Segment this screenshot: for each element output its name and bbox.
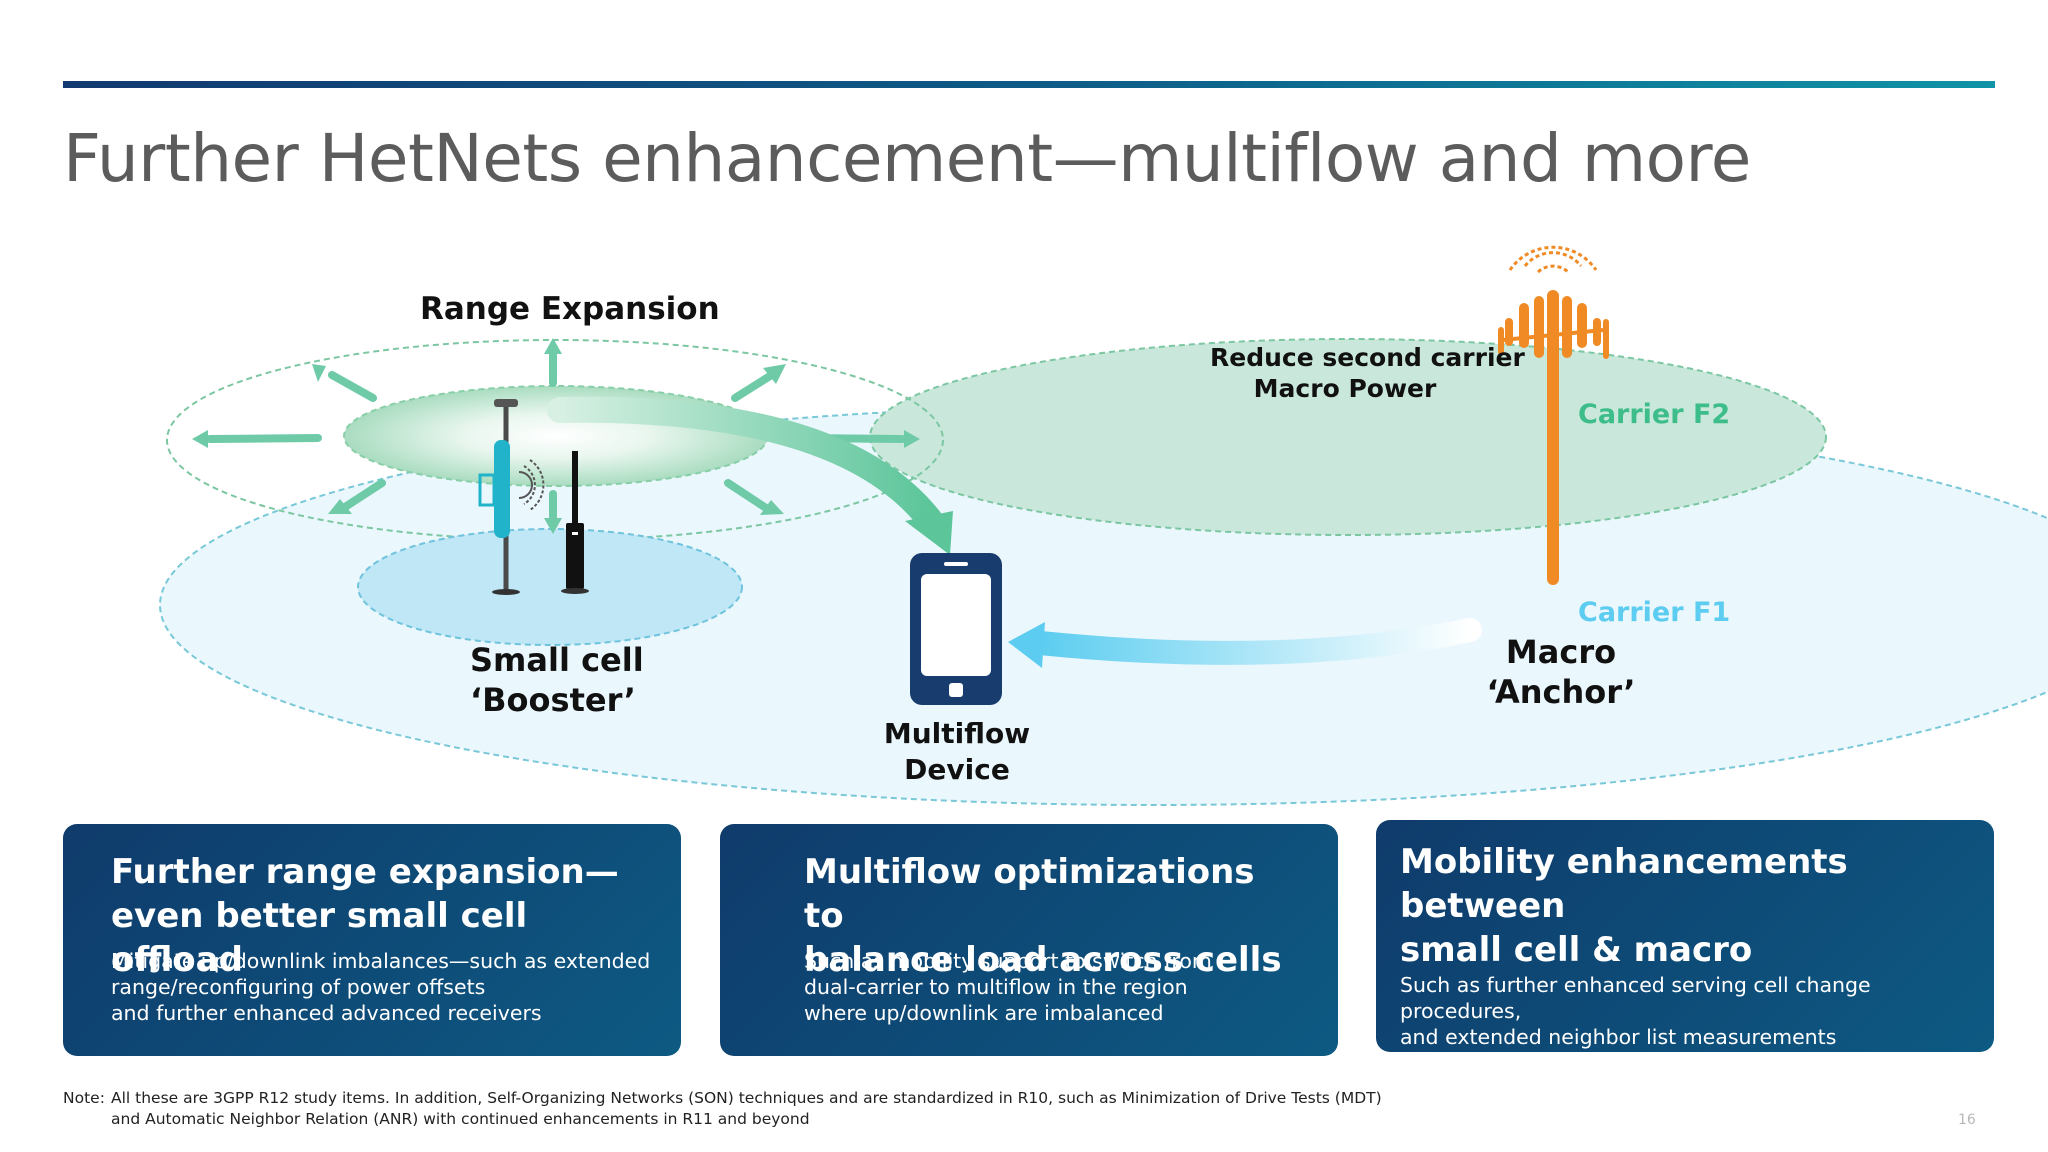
page-title: Further HetNets enhancement—multiflow an…	[63, 120, 1751, 197]
macro-anchor-label: Macro ‘Anchor’	[1486, 632, 1636, 712]
reduce-carrier-line1: Reduce second carrier	[1210, 343, 1525, 372]
device-line2: Device	[904, 752, 1010, 786]
range-expansion-boundary	[166, 339, 944, 541]
footnote-body: All these are 3GPP R12 study items. In a…	[111, 1088, 1411, 1130]
card-text-line1: Such as mobility support to switch from	[804, 949, 1212, 973]
multiflow-device-label: Multiflow Device	[882, 716, 1032, 788]
carrier-f2-label: Carrier F2	[1578, 399, 1731, 430]
footnote-line1: All these are 3GPP R12 study items. In a…	[111, 1089, 1382, 1107]
device-line1: Multiflow	[883, 717, 1031, 750]
small-cell-coverage	[357, 528, 743, 646]
card-heading: Mobility enhancements between small cell…	[1400, 840, 1946, 972]
macro-line1: Macro	[1505, 633, 1617, 671]
card-text-line1: Mitigate up/downlink imbalances—such as …	[111, 949, 651, 973]
card-text-line2: range/reconfiguring of power offsets	[111, 975, 486, 999]
small-cell-label: Small cell ‘Booster’	[470, 640, 644, 720]
multiflow-device-icon	[910, 553, 1002, 705]
reduce-carrier-line2: Macro Power	[1253, 374, 1437, 404]
macro-f2-coverage	[869, 338, 1827, 536]
small-cell-to-device-arrow	[547, 396, 943, 533]
card-text: Such as mobility support to switch from …	[804, 948, 1212, 1026]
card-text-line2: and extended neighbor list measurements	[1400, 1025, 1837, 1049]
card-multiflow: Multiflow optimizations to balance load …	[720, 824, 1338, 1056]
card-text: Mitigate up/downlink imbalances—such as …	[111, 948, 650, 1026]
small-cell-line1: Small cell	[470, 641, 644, 679]
top-accent-bar	[63, 81, 1995, 88]
carrier-f1-label: Carrier F1	[1578, 597, 1731, 628]
page-number: 16	[1958, 1112, 1976, 1128]
card-heading-line1: Further range expansion—	[111, 852, 619, 892]
small-cell-line2: ‘Booster’	[470, 681, 636, 719]
card-heading-line1: Multiflow optimizations to	[804, 852, 1255, 936]
card-text-line1: Such as further enhanced serving cell ch…	[1400, 973, 1871, 1023]
small-cell-antenna-icon	[478, 399, 545, 595]
card-range-expansion: Further range expansion— even better sma…	[63, 824, 681, 1056]
footnote-prefix: Note:	[63, 1089, 105, 1107]
card-heading-line2: even better small cell offload	[111, 896, 528, 980]
booster-unit-icon	[561, 451, 589, 594]
card-text-line3: and further enhanced advanced receivers	[111, 1001, 542, 1025]
footnote-line2: and Automatic Neighbor Relation (ANR) wi…	[111, 1110, 810, 1128]
card-heading-line2: balance load across cells	[804, 940, 1282, 980]
reduce-carrier-label: Reduce second carrier Macro Power	[1210, 342, 1525, 405]
card-mobility: Mobility enhancements between small cell…	[1376, 820, 1994, 1052]
card-text-line2: dual-carrier to multiflow in the region	[804, 975, 1188, 999]
card-text-line3: where up/downlink are imbalanced	[804, 1001, 1164, 1025]
macro-to-device-arrow	[1028, 618, 1482, 665]
card-heading: Multiflow optimizations to balance load …	[804, 850, 1290, 982]
card-text: Such as further enhanced serving cell ch…	[1400, 972, 1994, 1050]
card-heading-line2: small cell & macro	[1400, 930, 1753, 970]
range-expansion-label: Range Expansion	[420, 291, 720, 327]
macro-tower-icon	[1498, 245, 1609, 585]
card-heading: Further range expansion— even better sma…	[111, 850, 633, 982]
macro-line2: ‘Anchor’	[1486, 673, 1636, 711]
card-heading-line1: Mobility enhancements between	[1400, 842, 1848, 926]
